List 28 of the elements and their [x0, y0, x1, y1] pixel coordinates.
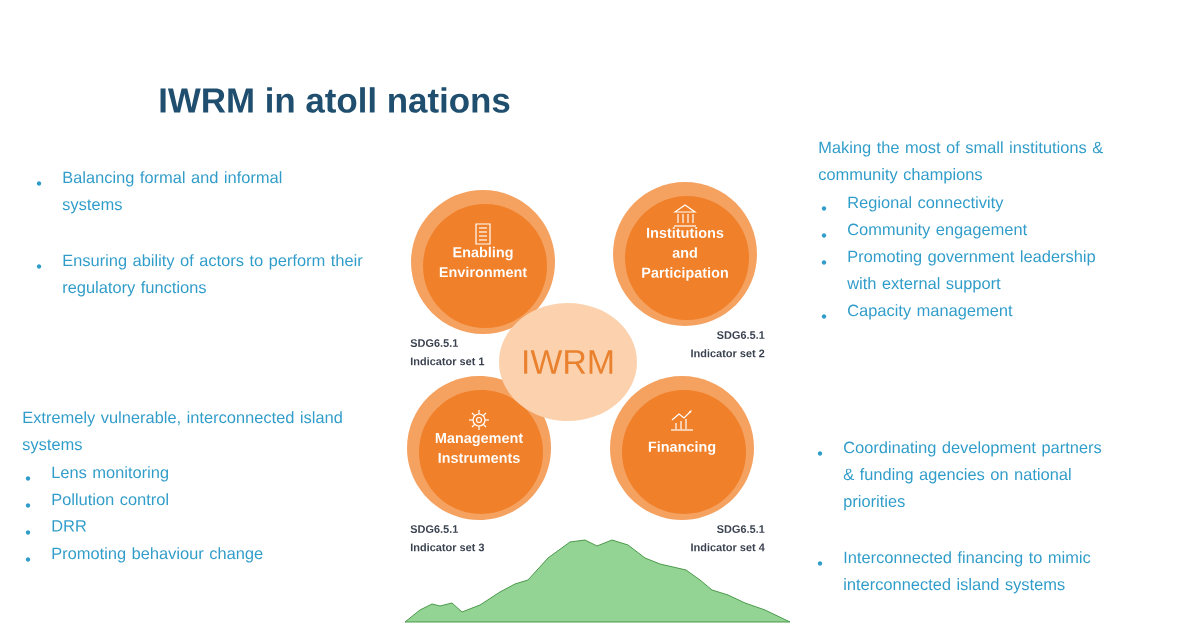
indicator-label: SDG6.5.1: [410, 339, 458, 347]
bullet-item: Interconnected financing to mimic interconnected island systems: [817, 551, 1091, 594]
indicator-label: Indicator set 4: [691, 543, 765, 552]
bullet-item: Balancing formal and informal systems: [36, 171, 282, 214]
list-heading: Making the most of small institutions & community champions: [818, 141, 1103, 184]
indicator-label: Indicator set 1: [410, 357, 485, 366]
center-blob: IWRM: [499, 303, 637, 421]
petal-blob: Financing: [610, 376, 754, 520]
bullet-item: Coordinating development partners & funding agencies on national priorities: [817, 441, 1102, 511]
bullet-item: Capacity management: [821, 304, 1013, 320]
bullet-item: Regional connectivity: [821, 196, 1004, 212]
bullet-item: Pollution control: [25, 493, 168, 508]
bullet-item: Promoting behaviour change: [25, 547, 263, 563]
indicator-label: SDG6.5.1: [410, 525, 458, 533]
bullet-item: Community engagement: [821, 223, 1028, 239]
bullet-item: Promoting government leadership with external support: [821, 250, 1095, 293]
indicator-label: Indicator set 2: [691, 349, 765, 358]
bullet-item: Ensuring ability of actors to perform their regulatory functions: [36, 254, 363, 297]
petal-blob: Institutions and Participation: [613, 182, 757, 326]
title: IWRM in atoll nations: [160, 87, 510, 113]
list-heading: Extremely vulnerable, interconnected island systems: [22, 411, 342, 454]
indicator-label: SDG6.5.1: [717, 331, 765, 339]
indicator-label: SDG6.5.1: [717, 525, 765, 533]
indicator-label: Indicator set 3: [410, 543, 485, 552]
petal-blob: Enabling Environment: [411, 190, 555, 334]
bullet-item: DRR: [25, 520, 87, 535]
petal-blob: Management Instruments: [407, 376, 551, 520]
bullet-item: Lens monitoring: [25, 466, 168, 482]
